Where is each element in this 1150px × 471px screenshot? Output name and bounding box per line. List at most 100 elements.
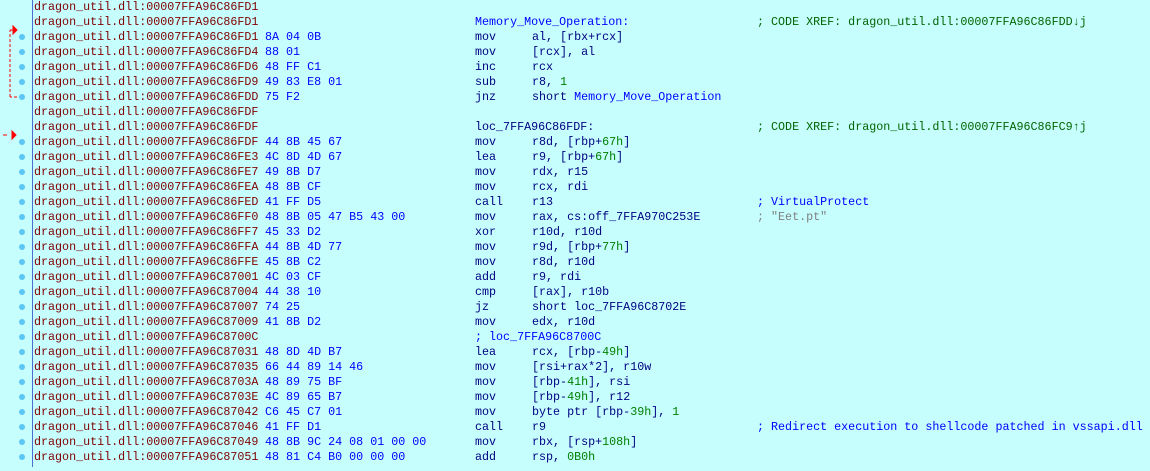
address[interactable]: dragon_util.dll:00007FFA96C86FEA: [34, 180, 259, 194]
breakpoint-dot-icon[interactable]: [19, 304, 25, 310]
address[interactable]: dragon_util.dll:00007FFA96C86FE7: [34, 165, 259, 179]
breakpoint-dot-icon[interactable]: [19, 199, 25, 205]
breakpoint-dot-icon[interactable]: [19, 334, 25, 340]
address[interactable]: dragon_util.dll:00007FFA96C86FDF: [34, 105, 259, 119]
breakpoint-dot-icon[interactable]: [19, 319, 25, 325]
comment[interactable]: ; CODE XREF: dragon_util.dll:00007FFA96C…: [757, 120, 1087, 134]
address[interactable]: dragon_util.dll:00007FFA96C87051: [34, 450, 259, 464]
breakpoint-dot-icon[interactable]: [19, 139, 25, 145]
breakpoint-dot-icon[interactable]: [19, 349, 25, 355]
address[interactable]: dragon_util.dll:00007FFA96C87049: [34, 435, 259, 449]
breakpoint-dot-icon[interactable]: [19, 439, 25, 445]
address[interactable]: dragon_util.dll:00007FFA96C8700C: [34, 330, 259, 344]
address[interactable]: dragon_util.dll:00007FFA96C86FFE: [34, 255, 259, 269]
address[interactable]: dragon_util.dll:00007FFA96C87004: [34, 285, 259, 299]
breakpoint-dot-icon[interactable]: [19, 64, 25, 70]
breakpoint-dot-icon[interactable]: [19, 364, 25, 370]
disasm-row[interactable]: dragon_util.dll:00007FFA96C86FD1: [34, 0, 1150, 15]
address[interactable]: dragon_util.dll:00007FFA96C87031: [34, 345, 259, 359]
address[interactable]: dragon_util.dll:00007FFA96C86FD1: [34, 0, 259, 14]
disasm-row[interactable]: dragon_util.dll:00007FFA96C86FD1 Memory_M…: [34, 15, 1150, 30]
address[interactable]: dragon_util.dll:00007FFA96C8703A: [34, 375, 259, 389]
breakpoint-dot-icon[interactable]: [19, 379, 25, 385]
address[interactable]: dragon_util.dll:00007FFA96C86FDF: [34, 120, 259, 134]
address[interactable]: dragon_util.dll:00007FFA96C86FF0: [34, 210, 259, 224]
address[interactable]: dragon_util.dll:00007FFA96C86FED: [34, 195, 259, 209]
breakpoint-dot-icon[interactable]: [19, 94, 25, 100]
disasm-row[interactable]: dragon_util.dll:00007FFA96C86FDF loc_7FFA…: [34, 120, 1150, 135]
breakpoint-dot-icon[interactable]: [19, 259, 25, 265]
address[interactable]: dragon_util.dll:00007FFA96C86FF7: [34, 225, 259, 239]
mnemonic: call: [475, 420, 504, 434]
disasm-row[interactable]: dragon_util.dll:00007FFA96C8703E 4C 89 65…: [34, 390, 1150, 405]
code-label[interactable]: loc_7FFA96C86FDF:: [475, 120, 595, 134]
operand-text: r8d, r10d: [532, 255, 596, 269]
address[interactable]: dragon_util.dll:00007FFA96C86FDF: [34, 135, 259, 149]
address[interactable]: dragon_util.dll:00007FFA96C87042: [34, 405, 259, 419]
breakpoint-dot-icon[interactable]: [19, 244, 25, 250]
breakpoint-dot-icon[interactable]: [19, 169, 25, 175]
breakpoint-dot-icon[interactable]: [19, 79, 25, 85]
code-label[interactable]: ; loc_7FFA96C8700C: [475, 330, 602, 344]
address[interactable]: dragon_util.dll:00007FFA96C86FD9: [34, 75, 259, 89]
address[interactable]: dragon_util.dll:00007FFA96C87009: [34, 315, 259, 329]
breakpoint-dot-icon[interactable]: [19, 454, 25, 460]
opcode-bytes: 48 8B 05 47 B5 43 00: [265, 210, 406, 224]
breakpoint-dot-icon[interactable]: [19, 34, 25, 40]
disasm-row[interactable]: dragon_util.dll:00007FFA96C86FF0 48 8B 05…: [34, 210, 1150, 225]
address[interactable]: dragon_util.dll:00007FFA96C86FDD: [34, 90, 259, 104]
breakpoint-dot-icon[interactable]: [19, 394, 25, 400]
breakpoint-dot-icon[interactable]: [19, 424, 25, 430]
address[interactable]: dragon_util.dll:00007FFA96C86FD1: [34, 15, 259, 29]
disasm-row[interactable]: dragon_util.dll:00007FFA96C8700C ; loc_7F…: [34, 330, 1150, 345]
address[interactable]: dragon_util.dll:00007FFA96C87007: [34, 300, 259, 314]
breakpoint-dot-icon[interactable]: [19, 154, 25, 160]
address[interactable]: dragon_util.dll:00007FFA96C86FE3: [34, 150, 259, 164]
address[interactable]: dragon_util.dll:00007FFA96C8703E: [34, 390, 259, 404]
breakpoint-dot-icon[interactable]: [19, 409, 25, 415]
opcode-bytes: 4C 89 65 B7: [265, 390, 343, 404]
breakpoint-dot-icon[interactable]: [19, 184, 25, 190]
address[interactable]: dragon_util.dll:00007FFA96C86FD6: [34, 60, 259, 74]
address[interactable]: dragon_util.dll:00007FFA96C86FFA: [34, 240, 259, 254]
comment[interactable]: ; CODE XREF: dragon_util.dll:00007FFA96C…: [757, 15, 1087, 29]
address[interactable]: dragon_util.dll:00007FFA96C86FD1: [34, 30, 259, 44]
code-label[interactable]: Memory_Move_Operation:: [475, 15, 630, 29]
operand-label[interactable]: Memory_Move_Operation: [574, 90, 722, 104]
breakpoint-dot-icon[interactable]: [19, 274, 25, 280]
breakpoint-dot-icon[interactable]: [19, 49, 25, 55]
address[interactable]: dragon_util.dll:00007FFA96C87001: [34, 270, 259, 284]
breakpoint-dot-icon[interactable]: [19, 229, 25, 235]
disasm-row[interactable]: dragon_util.dll:00007FFA96C86FDF: [34, 105, 1150, 120]
address[interactable]: dragon_util.dll:00007FFA96C86FD4: [34, 45, 259, 59]
breakpoint-dot-icon[interactable]: [19, 214, 25, 220]
address[interactable]: dragon_util.dll:00007FFA96C87046: [34, 420, 259, 434]
address[interactable]: dragon_util.dll:00007FFA96C87035: [34, 360, 259, 374]
breakpoint-dot-icon[interactable]: [19, 289, 25, 295]
